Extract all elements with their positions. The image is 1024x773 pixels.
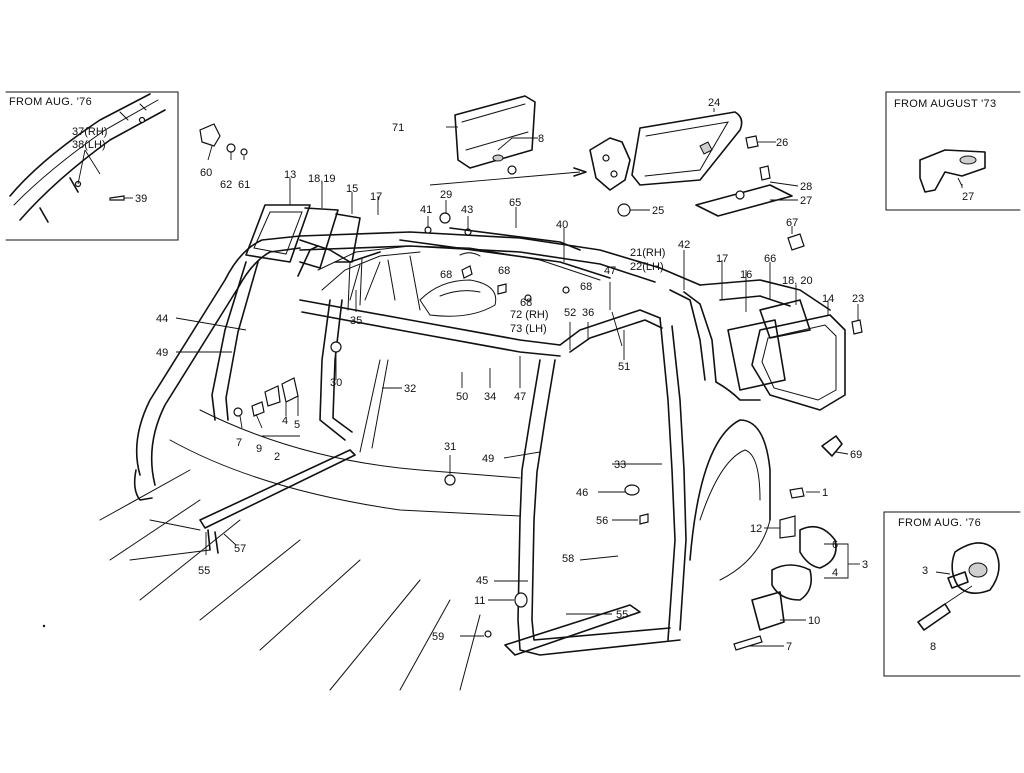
inset-top-right-title: FROM AUGUST '73: [894, 98, 996, 110]
callout-29: 29: [440, 189, 452, 201]
callout-3: 3: [862, 559, 868, 571]
callout-27: 27: [800, 195, 812, 207]
callout-67: 67: [786, 217, 798, 229]
callout-18-19: 18,19: [308, 173, 336, 185]
callout-41: 41: [420, 204, 432, 216]
callout-11: 11: [474, 595, 485, 607]
callout-69: 69: [850, 449, 862, 461]
callout-58: 58: [562, 553, 574, 565]
inset-bottom-right: FROM AUG. '76: [883, 511, 1021, 677]
callout-55a: 55: [198, 565, 210, 577]
inset-top-left-title: FROM AUG. '76: [9, 96, 92, 108]
callout-51: 51: [618, 361, 630, 373]
callout-30: 30: [330, 377, 342, 389]
callout-28: 28: [800, 181, 812, 193]
callout-10: 10: [808, 615, 820, 627]
leader-lines: [175, 108, 963, 647]
callout-42: 42: [678, 239, 690, 251]
callout-31: 31: [444, 441, 456, 453]
callout-22: 22(LH): [630, 261, 664, 273]
callout-40: 40: [556, 219, 568, 231]
callout-15: 15: [346, 183, 358, 195]
callout-33: 33: [614, 459, 626, 471]
callout-68c: 68: [520, 297, 532, 309]
callout-65: 65: [509, 197, 521, 209]
callout-71: 71: [392, 122, 404, 134]
callout-21: 21(RH): [630, 247, 665, 259]
callout-47a: 47: [604, 265, 616, 277]
callout-labels: 37(RH) 38(LH) 39 27 3 8 71 8 24 26 28 27…: [72, 97, 974, 653]
callout-37: 37(RH): [72, 126, 107, 138]
callout-27-inset: 27: [962, 191, 974, 203]
callout-3-inset: 3: [922, 565, 928, 577]
callout-47b: 47: [514, 391, 526, 403]
callout-4b: 4: [832, 567, 838, 579]
callout-26: 26: [776, 137, 788, 149]
callout-50: 50: [456, 391, 468, 403]
car-body-outline: [99, 231, 831, 691]
callout-25: 25: [652, 205, 664, 217]
callout-14: 14: [822, 293, 834, 305]
callout-8: 8: [538, 133, 544, 145]
callout-36: 36: [582, 307, 594, 319]
callout-49b: 49: [482, 453, 494, 465]
callout-24: 24: [708, 97, 720, 109]
callout-55b: 55: [616, 609, 628, 621]
callout-9: 9: [256, 443, 262, 455]
callout-60: 60: [200, 167, 212, 179]
callout-1: 1: [822, 487, 828, 499]
callout-5: 5: [294, 419, 300, 431]
callout-49a: 49: [156, 347, 168, 359]
callout-73: 73 (LH): [510, 323, 547, 335]
callout-7a: 7: [236, 437, 242, 449]
callout-61: 61: [238, 179, 250, 191]
callout-59: 59: [432, 631, 444, 643]
detail-parts: [199, 95, 863, 651]
callout-68a: 68: [498, 265, 510, 277]
callout-72: 72 (RH): [510, 309, 549, 321]
inset-top-right: FROM AUGUST '73: [885, 91, 1021, 211]
callout-8-inset: 8: [930, 641, 936, 653]
callout-32: 32: [404, 383, 416, 395]
callout-52: 52: [564, 307, 576, 319]
callout-35: 35: [350, 315, 362, 327]
callout-39: 39: [135, 193, 147, 205]
callout-4a: 4: [282, 415, 288, 427]
callout-56: 56: [596, 515, 608, 527]
callout-12: 12: [750, 523, 762, 535]
callout-18-20: 18, 20: [782, 275, 813, 287]
callout-2: 2: [274, 451, 280, 463]
callout-68d: 68: [580, 281, 592, 293]
inset-top-left: FROM AUG. '76: [5, 91, 179, 241]
callout-57: 57: [234, 543, 246, 555]
callout-43: 43: [461, 204, 473, 216]
callout-7b: 7: [786, 641, 792, 653]
callout-38: 38(LH): [72, 139, 106, 151]
callout-34: 34: [484, 391, 496, 403]
callout-46: 46: [576, 487, 588, 499]
inset-bottom-right-title: FROM AUG. '76: [898, 517, 981, 529]
scan-dot: [42, 624, 46, 628]
callout-23: 23: [852, 293, 864, 305]
callout-16: 16: [740, 269, 752, 281]
callout-68b: 68: [440, 269, 452, 281]
callout-45: 45: [476, 575, 488, 587]
callout-66: 66: [764, 253, 776, 265]
callout-13: 13: [284, 169, 296, 181]
callout-17b: 17: [716, 253, 728, 265]
callout-17: 17: [370, 191, 382, 203]
callout-62: 62: [220, 179, 232, 191]
callout-44: 44: [156, 313, 168, 325]
callout-6: 6: [832, 539, 838, 551]
